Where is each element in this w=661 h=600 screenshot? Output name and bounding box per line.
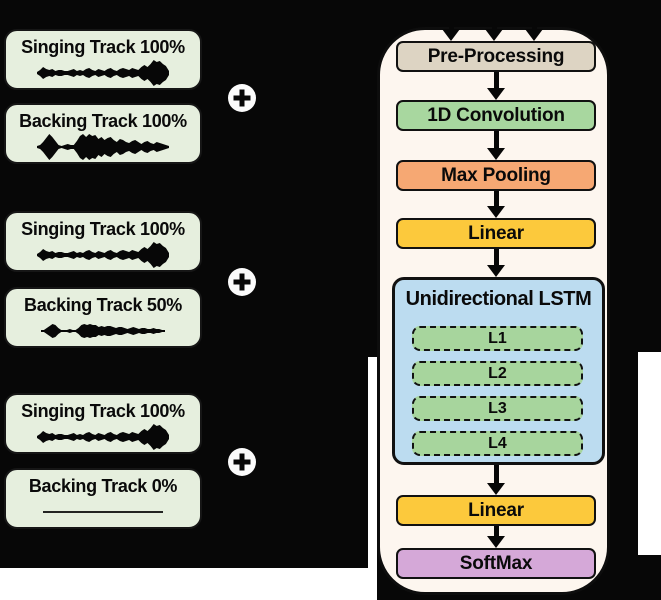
track-label: Backing Track 0% <box>28 476 178 496</box>
block-softmax: SoftMax <box>396 548 596 579</box>
track-label: Singing Track 100% <box>21 219 185 239</box>
lstm-title: Unidirectional LSTM <box>405 288 592 310</box>
block-label: Linear <box>468 499 524 521</box>
flow-arrow-icon <box>487 72 505 100</box>
block-linear-2: Linear <box>396 495 596 526</box>
background-right-edge-top <box>638 0 661 352</box>
flow-arrow-icon <box>487 191 505 218</box>
block-linear-1: Linear <box>396 218 596 249</box>
block-label: Max Pooling <box>441 164 551 186</box>
layer-label: L1 <box>488 329 507 347</box>
block-pre-processing: Pre-Processing <box>396 41 596 72</box>
layer-label: L2 <box>488 364 507 382</box>
waveform-icon <box>37 132 169 167</box>
track-box-singing-2: Singing Track 100% <box>4 211 202 272</box>
track-label: Singing Track 100% <box>21 37 185 57</box>
block-label: SoftMax <box>459 552 533 574</box>
block-1d-convolution: 1D Convolution <box>396 100 596 131</box>
block-unidirectional-lstm: Unidirectional LSTM L1 L2 L3 L4 <box>392 277 605 465</box>
block-label: Linear <box>468 222 524 244</box>
plus-icon <box>228 448 256 476</box>
background-right-edge-bottom <box>638 555 661 600</box>
track-label: Backing Track 100% <box>19 111 187 131</box>
track-box-singing-3: Singing Track 100% <box>4 393 202 454</box>
flow-arrow-icon <box>487 131 505 160</box>
flow-arrow-icon <box>487 249 505 277</box>
input-arrow-icon <box>485 16 503 41</box>
track-box-backing-2: Backing Track 50% <box>4 287 202 348</box>
lstm-layer-l1: L1 <box>412 326 583 351</box>
layer-label: L3 <box>488 399 507 417</box>
waveform-icon <box>41 316 165 351</box>
flow-arrow-icon <box>487 526 505 548</box>
plus-icon <box>228 84 256 112</box>
background-left-bottom <box>0 357 368 568</box>
waveform-icon <box>37 240 169 275</box>
block-label: 1D Convolution <box>427 104 565 126</box>
waveform-icon <box>37 58 169 93</box>
input-arrow-icon <box>442 16 460 41</box>
flow-arrow-icon <box>487 465 505 495</box>
track-label: Backing Track 50% <box>24 295 182 315</box>
plus-icon <box>228 268 256 296</box>
lstm-layer-l3: L3 <box>412 396 583 421</box>
input-arrow-icon <box>525 16 543 41</box>
lstm-layer-l4: L4 <box>412 431 583 456</box>
block-max-pooling: Max Pooling <box>396 160 596 191</box>
track-label: Singing Track 100% <box>21 401 185 421</box>
waveform-icon <box>43 497 163 532</box>
block-label: Pre-Processing <box>427 45 565 67</box>
track-box-backing-1: Backing Track 100% <box>4 103 202 164</box>
track-box-backing-3: Backing Track 0% <box>4 468 202 529</box>
layer-label: L4 <box>488 434 507 452</box>
waveform-icon <box>37 422 169 457</box>
track-box-singing-1: Singing Track 100% <box>4 29 202 90</box>
lstm-layer-l2: L2 <box>412 361 583 386</box>
